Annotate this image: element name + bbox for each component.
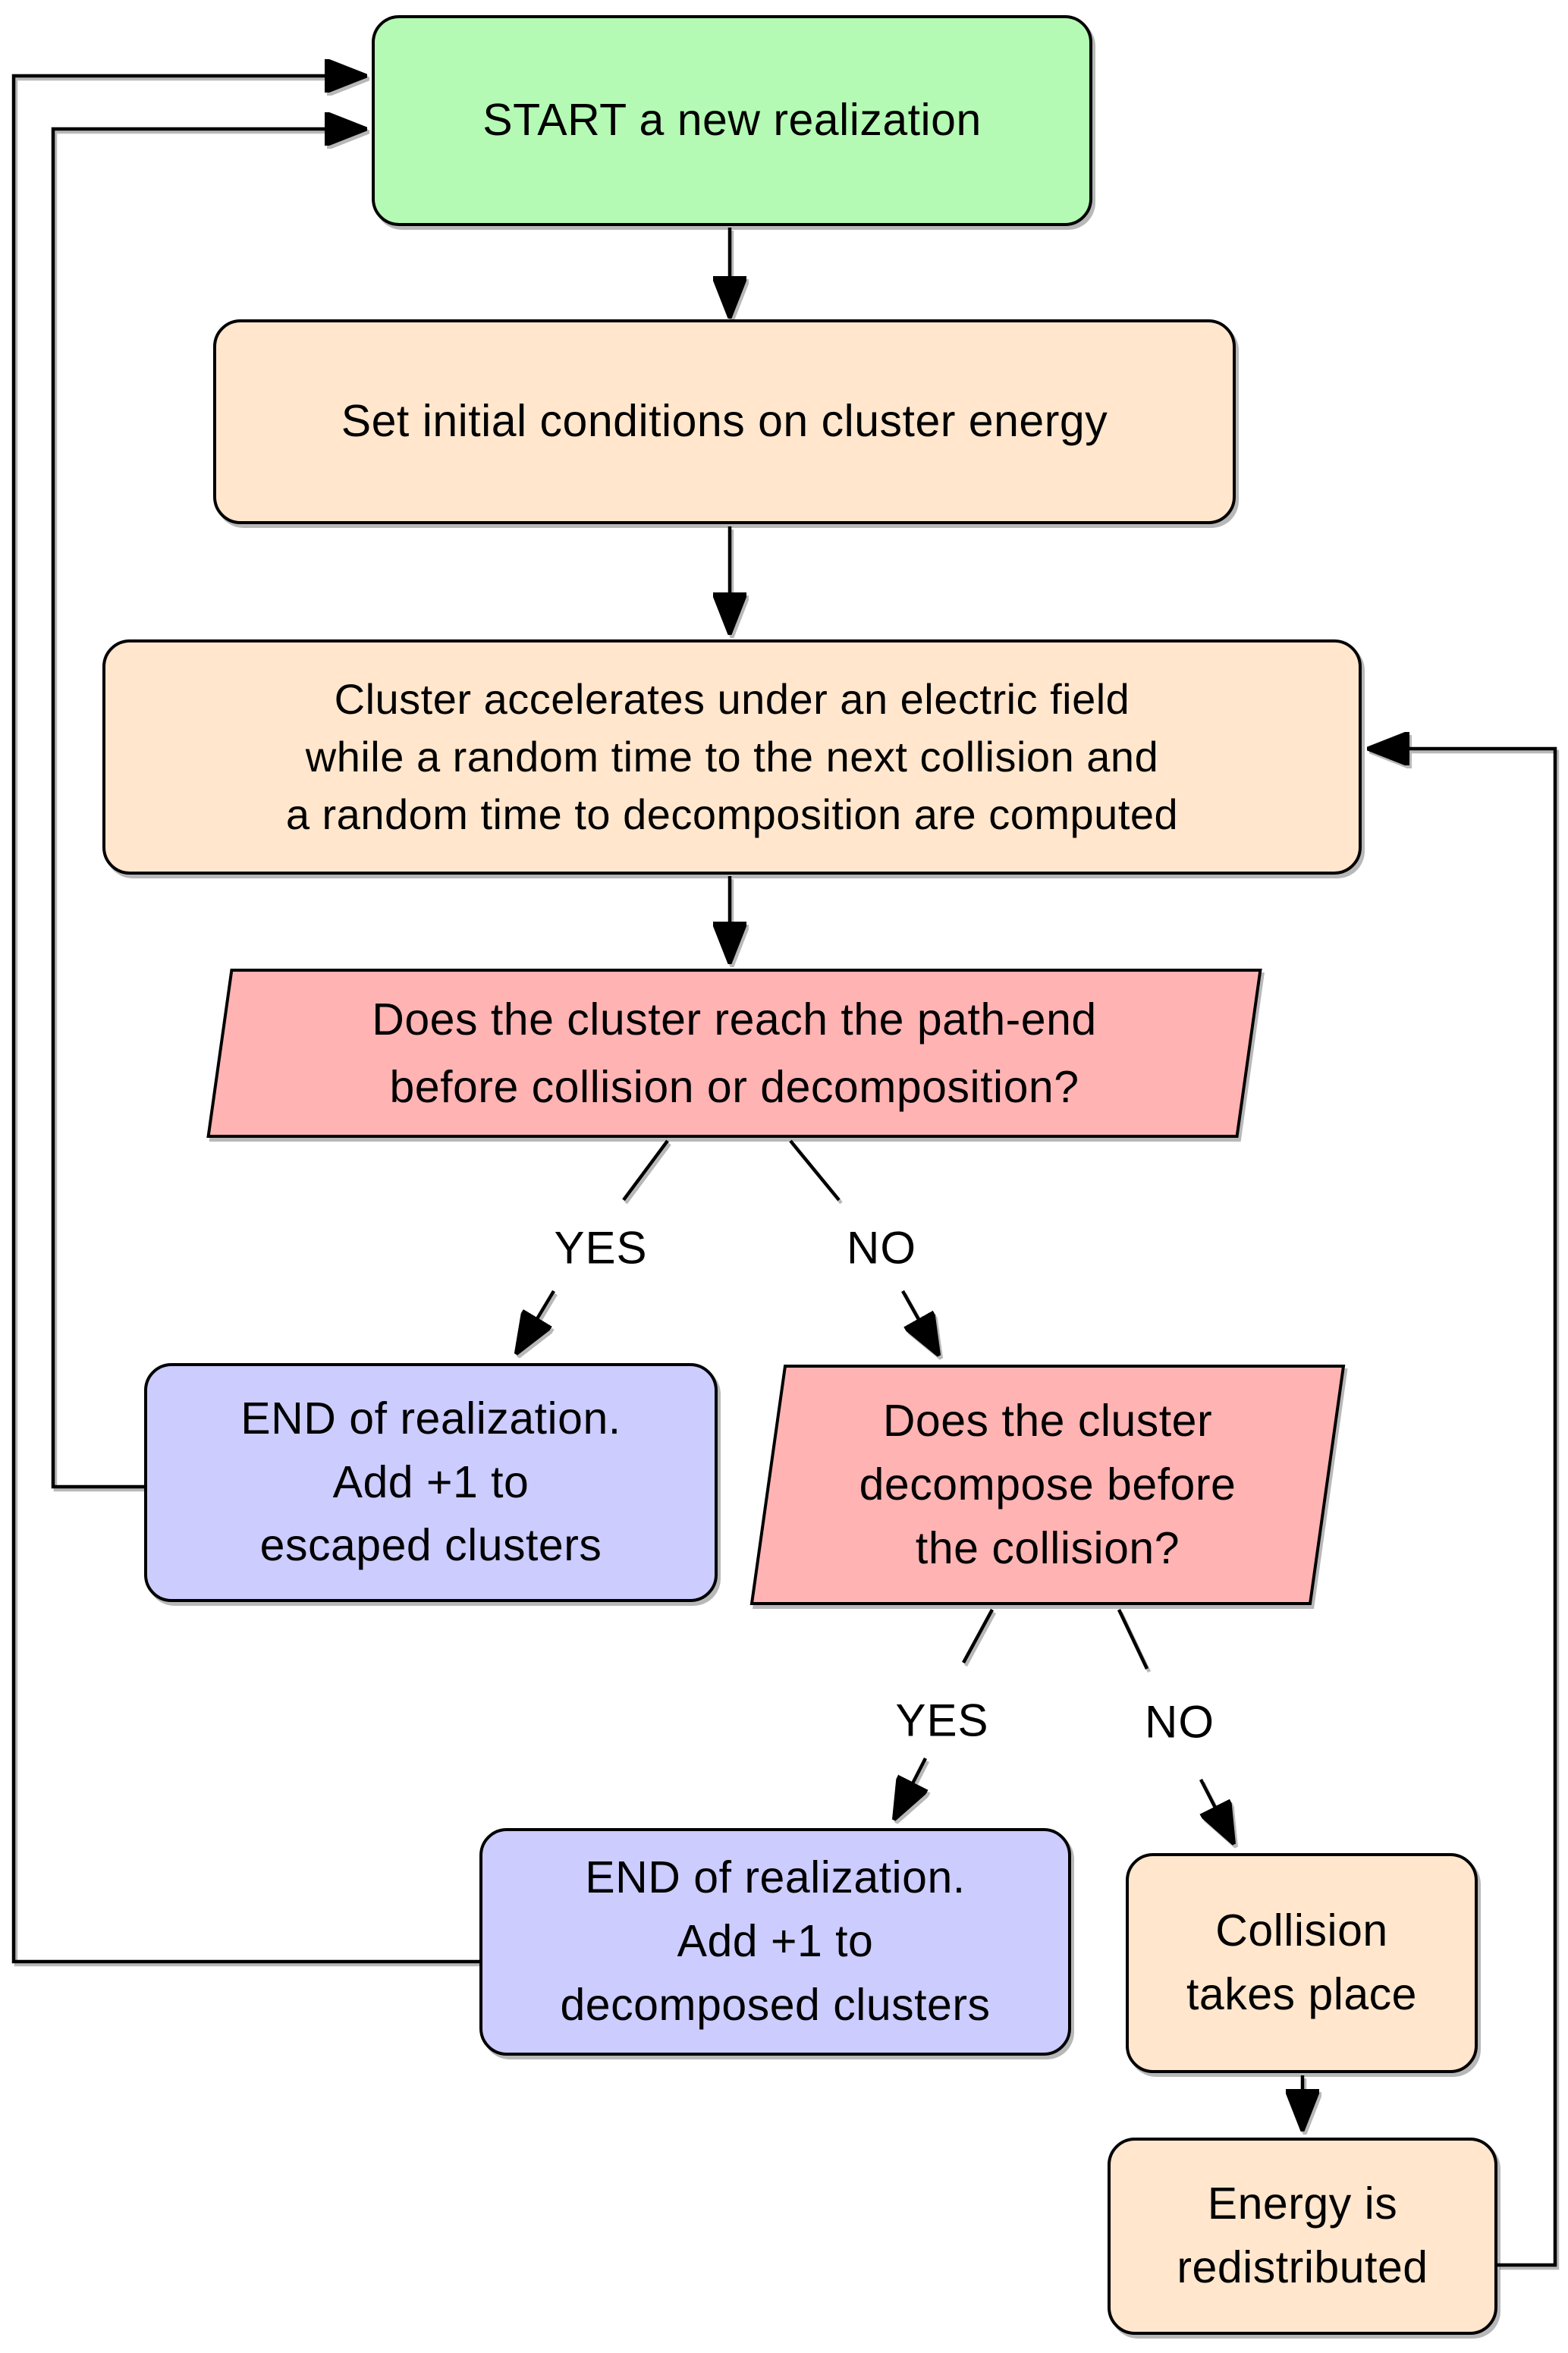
node-collision-takes-place: Collision takes place <box>1126 1853 1478 2073</box>
node-decompose-question: Does the cluster decompose before the co… <box>749 1365 1346 1605</box>
node-reach-path-end-text-wrap: Does the cluster reach the path-end befo… <box>222 986 1247 1120</box>
edge-decomposed-feedback-to-start <box>11 76 481 1964</box>
node-decompose-question-line1: Does the cluster <box>882 1395 1213 1446</box>
node-start: START a new realization <box>372 15 1092 226</box>
node-end-escaped-line1: END of realization. <box>240 1393 621 1444</box>
node-end-escaped: END of realization. Add +1 to escaped cl… <box>144 1363 718 1602</box>
edge-q1-yes-upper <box>622 1139 669 1202</box>
node-cluster-accelerates-line2: while a random time to the next collisio… <box>305 732 1159 781</box>
node-decompose-question-line2: decompose before <box>859 1459 1236 1510</box>
label-decompose-no: NO <box>1145 1696 1214 1748</box>
edge-q2-no-arrow <box>1199 1778 1233 1842</box>
label-decompose-yes: YES <box>895 1695 989 1746</box>
node-energy-redistributed: Energy is redistributed <box>1108 2138 1497 2335</box>
node-collision-line1: Collision <box>1215 1905 1388 1956</box>
node-end-decomposed-line3: decomposed clusters <box>560 1979 991 2030</box>
edge-q2-yes-upper <box>962 1608 994 1664</box>
node-end-decomposed-line1: END of realization. <box>585 1852 966 1903</box>
node-reach-path-end-line1: Does the cluster reach the path-end <box>372 994 1097 1045</box>
node-energy-line2: redistributed <box>1177 2242 1428 2292</box>
node-cluster-accelerates-line3: a random time to decomposition are compu… <box>285 790 1179 839</box>
node-decompose-question-text-wrap: Does the cluster decompose before the co… <box>770 1390 1325 1580</box>
edge-q2-no-upper <box>1117 1609 1149 1670</box>
node-end-escaped-line2: Add +1 to <box>332 1456 529 1507</box>
node-reach-path-end-line2: before collision or decomposition? <box>389 1061 1079 1112</box>
node-set-initial-conditions-text: Set initial conditions on cluster energy <box>341 396 1108 447</box>
node-reach-path-end-question: Does the cluster reach the path-end befo… <box>206 969 1262 1138</box>
edge-q1-no-arrow <box>901 1290 938 1353</box>
node-start-text: START a new realization <box>482 95 982 146</box>
edge-energy-feedback-to-accel <box>1370 749 1557 2267</box>
node-end-escaped-line3: escaped clusters <box>259 1520 602 1571</box>
edge-q1-no-upper <box>789 1139 841 1202</box>
node-decompose-question-line3: the collision? <box>915 1522 1180 1573</box>
edge-q2-yes-arrow <box>895 1757 925 1817</box>
node-collision-line2: takes place <box>1186 1969 1417 2019</box>
node-end-decomposed-line2: Add +1 to <box>677 1916 874 1967</box>
node-energy-line1: Energy is <box>1207 2179 1398 2229</box>
node-set-initial-conditions: Set initial conditions on cluster energy <box>213 319 1236 524</box>
edge-escaped-feedback-to-start <box>51 129 364 1489</box>
node-cluster-accelerates-line1: Cluster accelerates under an electric fi… <box>334 674 1130 723</box>
edge-q1-yes-arrow <box>517 1290 555 1352</box>
node-cluster-accelerates: Cluster accelerates under an electric fi… <box>102 639 1362 875</box>
node-end-decomposed: END of realization. Add +1 to decomposed… <box>479 1828 1071 2056</box>
label-reach-path-end-no: NO <box>847 1222 916 1274</box>
label-reach-path-end-yes: YES <box>554 1222 648 1274</box>
